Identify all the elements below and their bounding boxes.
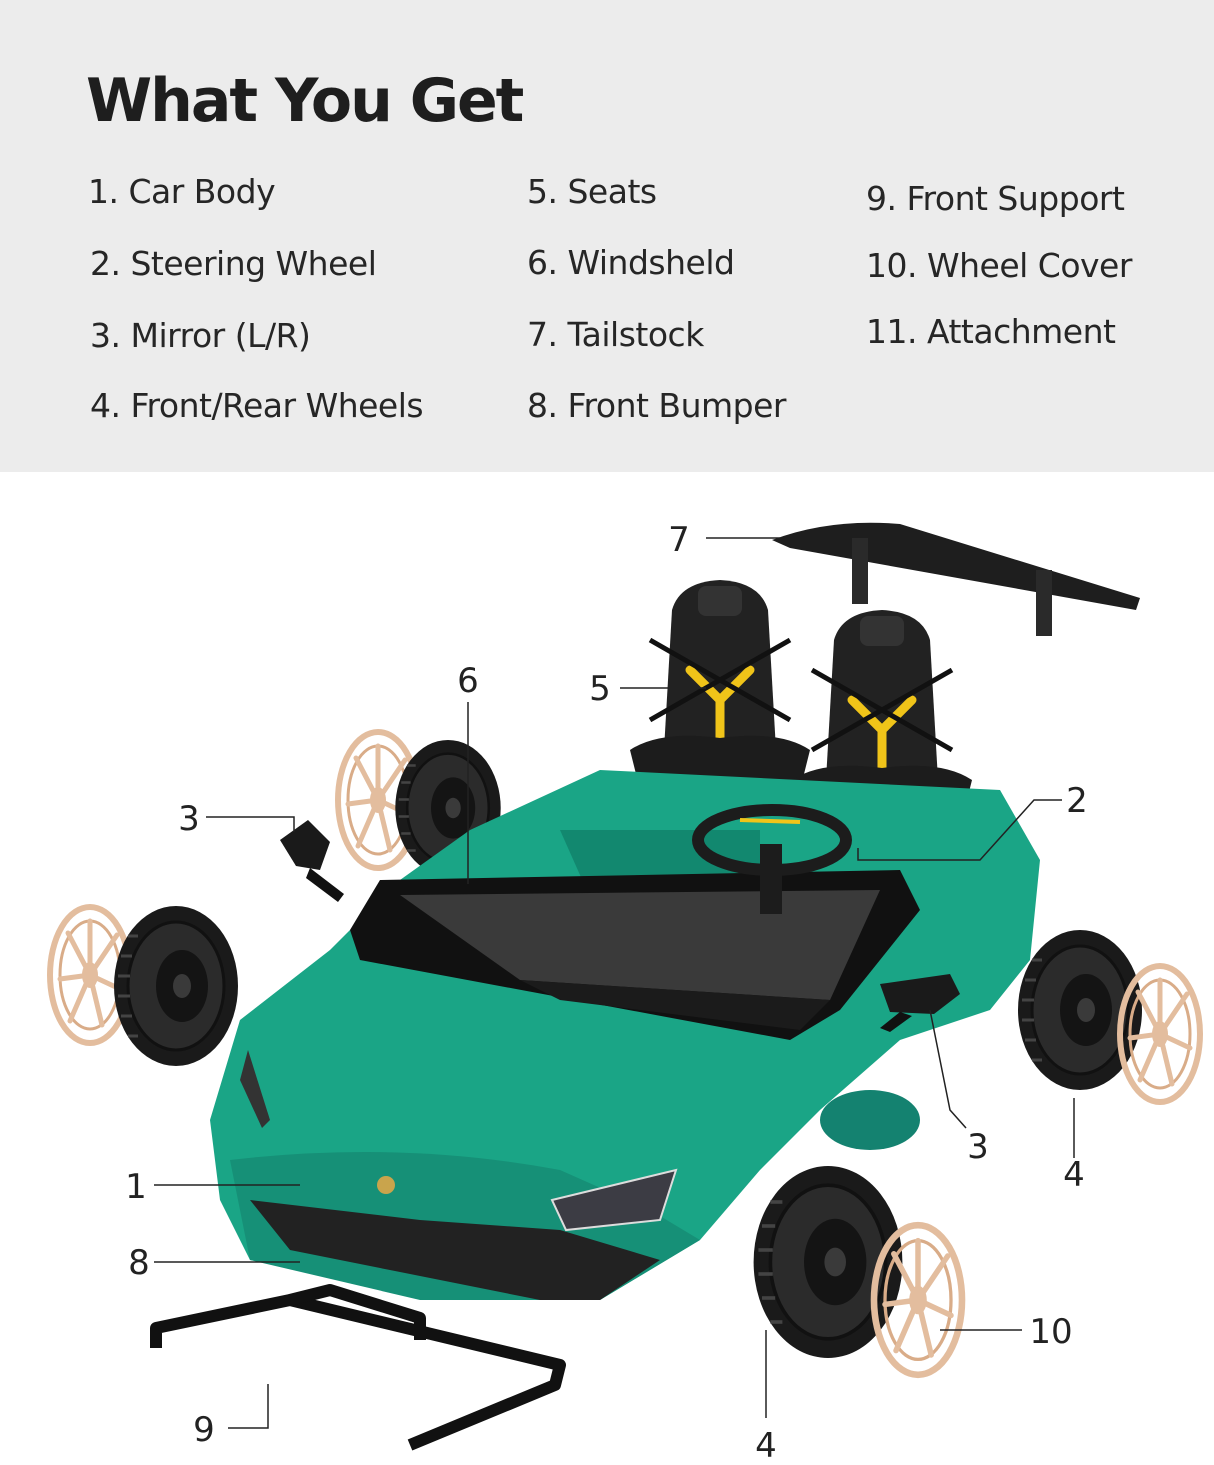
part-item-mirror: 3. Mirror (L/R) bbox=[90, 316, 311, 355]
callout-number-4-rear: 4 bbox=[1063, 1155, 1085, 1195]
part-item-windshield: 6. Windsheld bbox=[527, 243, 735, 282]
part-item-car-body: 1. Car Body bbox=[88, 172, 276, 211]
mirror-left-part bbox=[280, 820, 344, 902]
callout-number-3-left: 3 bbox=[178, 799, 200, 839]
callout-number-6: 6 bbox=[457, 661, 479, 701]
part-item-wheel-cover: 10. Wheel Cover bbox=[866, 246, 1132, 285]
part-item-front-bumper: 8. Front Bumper bbox=[527, 386, 786, 425]
tailstock-part bbox=[772, 522, 1140, 636]
steering-wheel-part bbox=[692, 804, 852, 914]
callout-number-1: 1 bbox=[125, 1167, 147, 1207]
callout-number-8: 8 bbox=[128, 1243, 150, 1283]
part-item-attachment: 11. Attachment bbox=[866, 312, 1116, 351]
front-support-part bbox=[150, 1284, 566, 1451]
front-left-wheel bbox=[112, 904, 240, 1068]
header-panel: What You Get 1. Car Body 2. Steering Whe… bbox=[0, 0, 1214, 472]
callout-number-5: 5 bbox=[589, 669, 611, 709]
page-title: What You Get bbox=[86, 66, 524, 136]
callout-number-2: 2 bbox=[1066, 781, 1088, 821]
mirror-right-part bbox=[880, 974, 960, 1032]
callout-number-7: 7 bbox=[668, 520, 690, 560]
part-item-steering-wheel: 2. Steering Wheel bbox=[90, 244, 377, 283]
callout-number-3-right: 3 bbox=[967, 1127, 989, 1167]
callout-number-4-front: 4 bbox=[755, 1426, 777, 1465]
part-item-seats: 5. Seats bbox=[527, 172, 657, 211]
callout-lines bbox=[154, 537, 1075, 1429]
exploded-car-illustration: 7 6 5 3 2 3 4 1 8 10 9 4 bbox=[0, 520, 1214, 1465]
part-item-tailstock: 7. Tailstock bbox=[527, 315, 704, 354]
callout-number-10: 10 bbox=[1029, 1312, 1072, 1352]
callout-number-9: 9 bbox=[193, 1410, 215, 1450]
part-item-front-support: 9. Front Support bbox=[866, 179, 1125, 218]
part-item-wheels: 4. Front/Rear Wheels bbox=[90, 386, 424, 425]
car-body-part bbox=[210, 770, 1040, 1300]
